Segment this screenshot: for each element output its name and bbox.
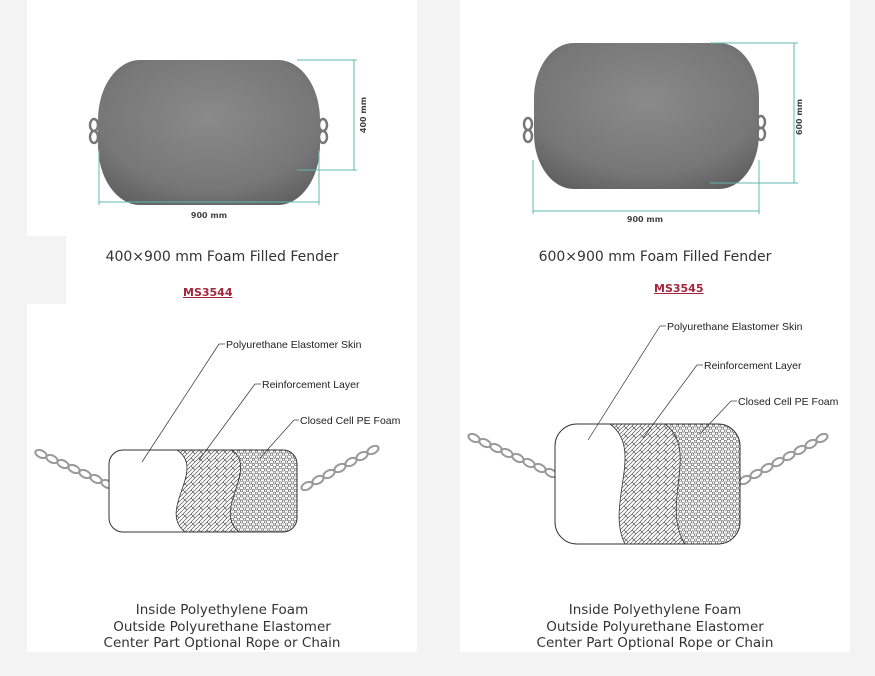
- label-reinforcement: Reinforcement Layer: [704, 360, 802, 372]
- dim-width-label: 900 mm: [627, 215, 663, 224]
- label-reinforcement: Reinforcement Layer: [262, 379, 360, 391]
- fender-cross-section-diagram: Polyurethane Elastomer Skin Reinforcemen…: [34, 339, 401, 533]
- dim-height-label: 400 mm: [359, 97, 368, 133]
- chain-left-icon: [522, 116, 534, 144]
- chain-left-icon: [34, 448, 114, 490]
- description-line: Inside Polyethylene Foam: [135, 602, 309, 618]
- sku-link[interactable]: MS3545: [654, 282, 704, 295]
- label-foam: Closed Cell PE Foam: [738, 396, 839, 408]
- description-line: Center Part Optional Rope or Chain: [103, 635, 341, 651]
- label-skin: Polyurethane Elastomer Skin: [667, 321, 803, 333]
- product-card-ms3545: 900 mm 600 mm 600×900 mm Foam Filled Fen…: [460, 0, 850, 652]
- product-description: Inside Polyethylene Foam Outside Polyure…: [27, 602, 417, 652]
- product-photo: 900 mm 400 mm: [27, 0, 417, 236]
- product-description: Inside Polyethylene Foam Outside Polyure…: [460, 602, 850, 652]
- chain-right-icon: [317, 117, 329, 145]
- description-line: Center Part Optional Rope or Chain: [536, 635, 774, 651]
- dim-width-label: 900 mm: [191, 211, 227, 220]
- description-line: Outside Polyurethane Elastomer: [546, 618, 764, 635]
- fender-photo-400x900: 900 mm 400 mm: [88, 59, 368, 220]
- fender-body: [98, 60, 320, 205]
- product-caption: 400×900 mm Foam Filled Fender: [105, 249, 339, 265]
- fender-photo-600x900: 900 mm 600 mm: [522, 42, 804, 224]
- dim-height-label: 600 mm: [795, 99, 804, 135]
- fender-body: [534, 43, 759, 189]
- product-photo: 900 mm 600 mm: [460, 0, 850, 236]
- sku-link[interactable]: MS3544: [183, 286, 233, 299]
- fender-cross-section-diagram: Polyurethane Elastomer Skin Reinforcemen…: [467, 321, 839, 545]
- chain-right-icon: [300, 444, 380, 492]
- product-caption: 600×900 mm Foam Filled Fender: [538, 249, 772, 265]
- chain-right-icon: [738, 432, 829, 486]
- label-skin: Polyurethane Elastomer Skin: [226, 339, 362, 351]
- chain-left-icon: [88, 117, 100, 145]
- product-card-ms3544: 900 mm 400 mm 400×900 mm Foam Filled Fen…: [27, 0, 417, 652]
- description-line: Inside Polyethylene Foam: [568, 602, 742, 618]
- chain-left-icon: [467, 432, 558, 479]
- description-line: Outside Polyurethane Elastomer: [113, 618, 331, 635]
- label-foam: Closed Cell PE Foam: [300, 415, 401, 427]
